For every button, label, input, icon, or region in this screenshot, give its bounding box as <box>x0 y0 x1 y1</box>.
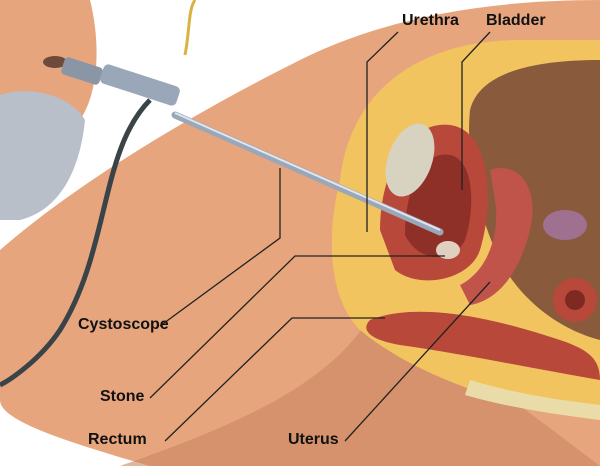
stone-leader <box>149 255 445 399</box>
stone-label: Stone <box>100 388 145 405</box>
rectum <box>366 311 600 380</box>
surgical-mask <box>0 91 85 220</box>
uterus-label: Uterus <box>288 431 339 448</box>
cystoscope-label: Cystoscope <box>78 316 169 333</box>
urethra-label: Urethra <box>402 12 459 29</box>
rectum-label: Rectum <box>88 431 147 448</box>
pubic-bone <box>385 123 435 197</box>
abdominal-cavity <box>469 60 600 340</box>
stone <box>436 241 460 259</box>
fiber-cable <box>183 0 197 56</box>
bladder-leader <box>461 31 491 190</box>
eye <box>43 56 67 68</box>
bladder-label: Bladder <box>486 12 546 29</box>
eyepiece <box>61 57 103 85</box>
cystoscope-leader <box>159 168 281 327</box>
urethra-leader <box>366 31 399 232</box>
thigh-shadow <box>120 300 600 466</box>
scope-body <box>100 64 180 106</box>
uterus <box>460 168 533 305</box>
scope-shaft <box>171 111 444 236</box>
spine <box>465 380 600 420</box>
light-cable <box>0 98 152 388</box>
leader-lines <box>149 31 491 442</box>
ovary <box>543 210 587 240</box>
rectum-leader <box>164 317 385 442</box>
uterus-leader <box>344 281 491 442</box>
